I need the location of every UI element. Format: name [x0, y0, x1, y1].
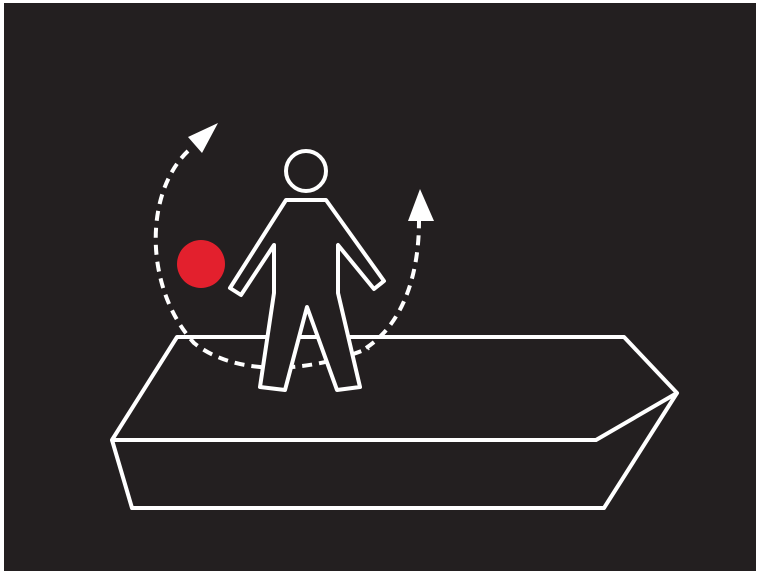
pictogram-frame — [4, 3, 756, 571]
pictogram-background — [4, 3, 756, 571]
person-head — [286, 151, 326, 191]
red-ball-icon — [177, 240, 225, 288]
pictogram-canvas — [4, 3, 756, 571]
